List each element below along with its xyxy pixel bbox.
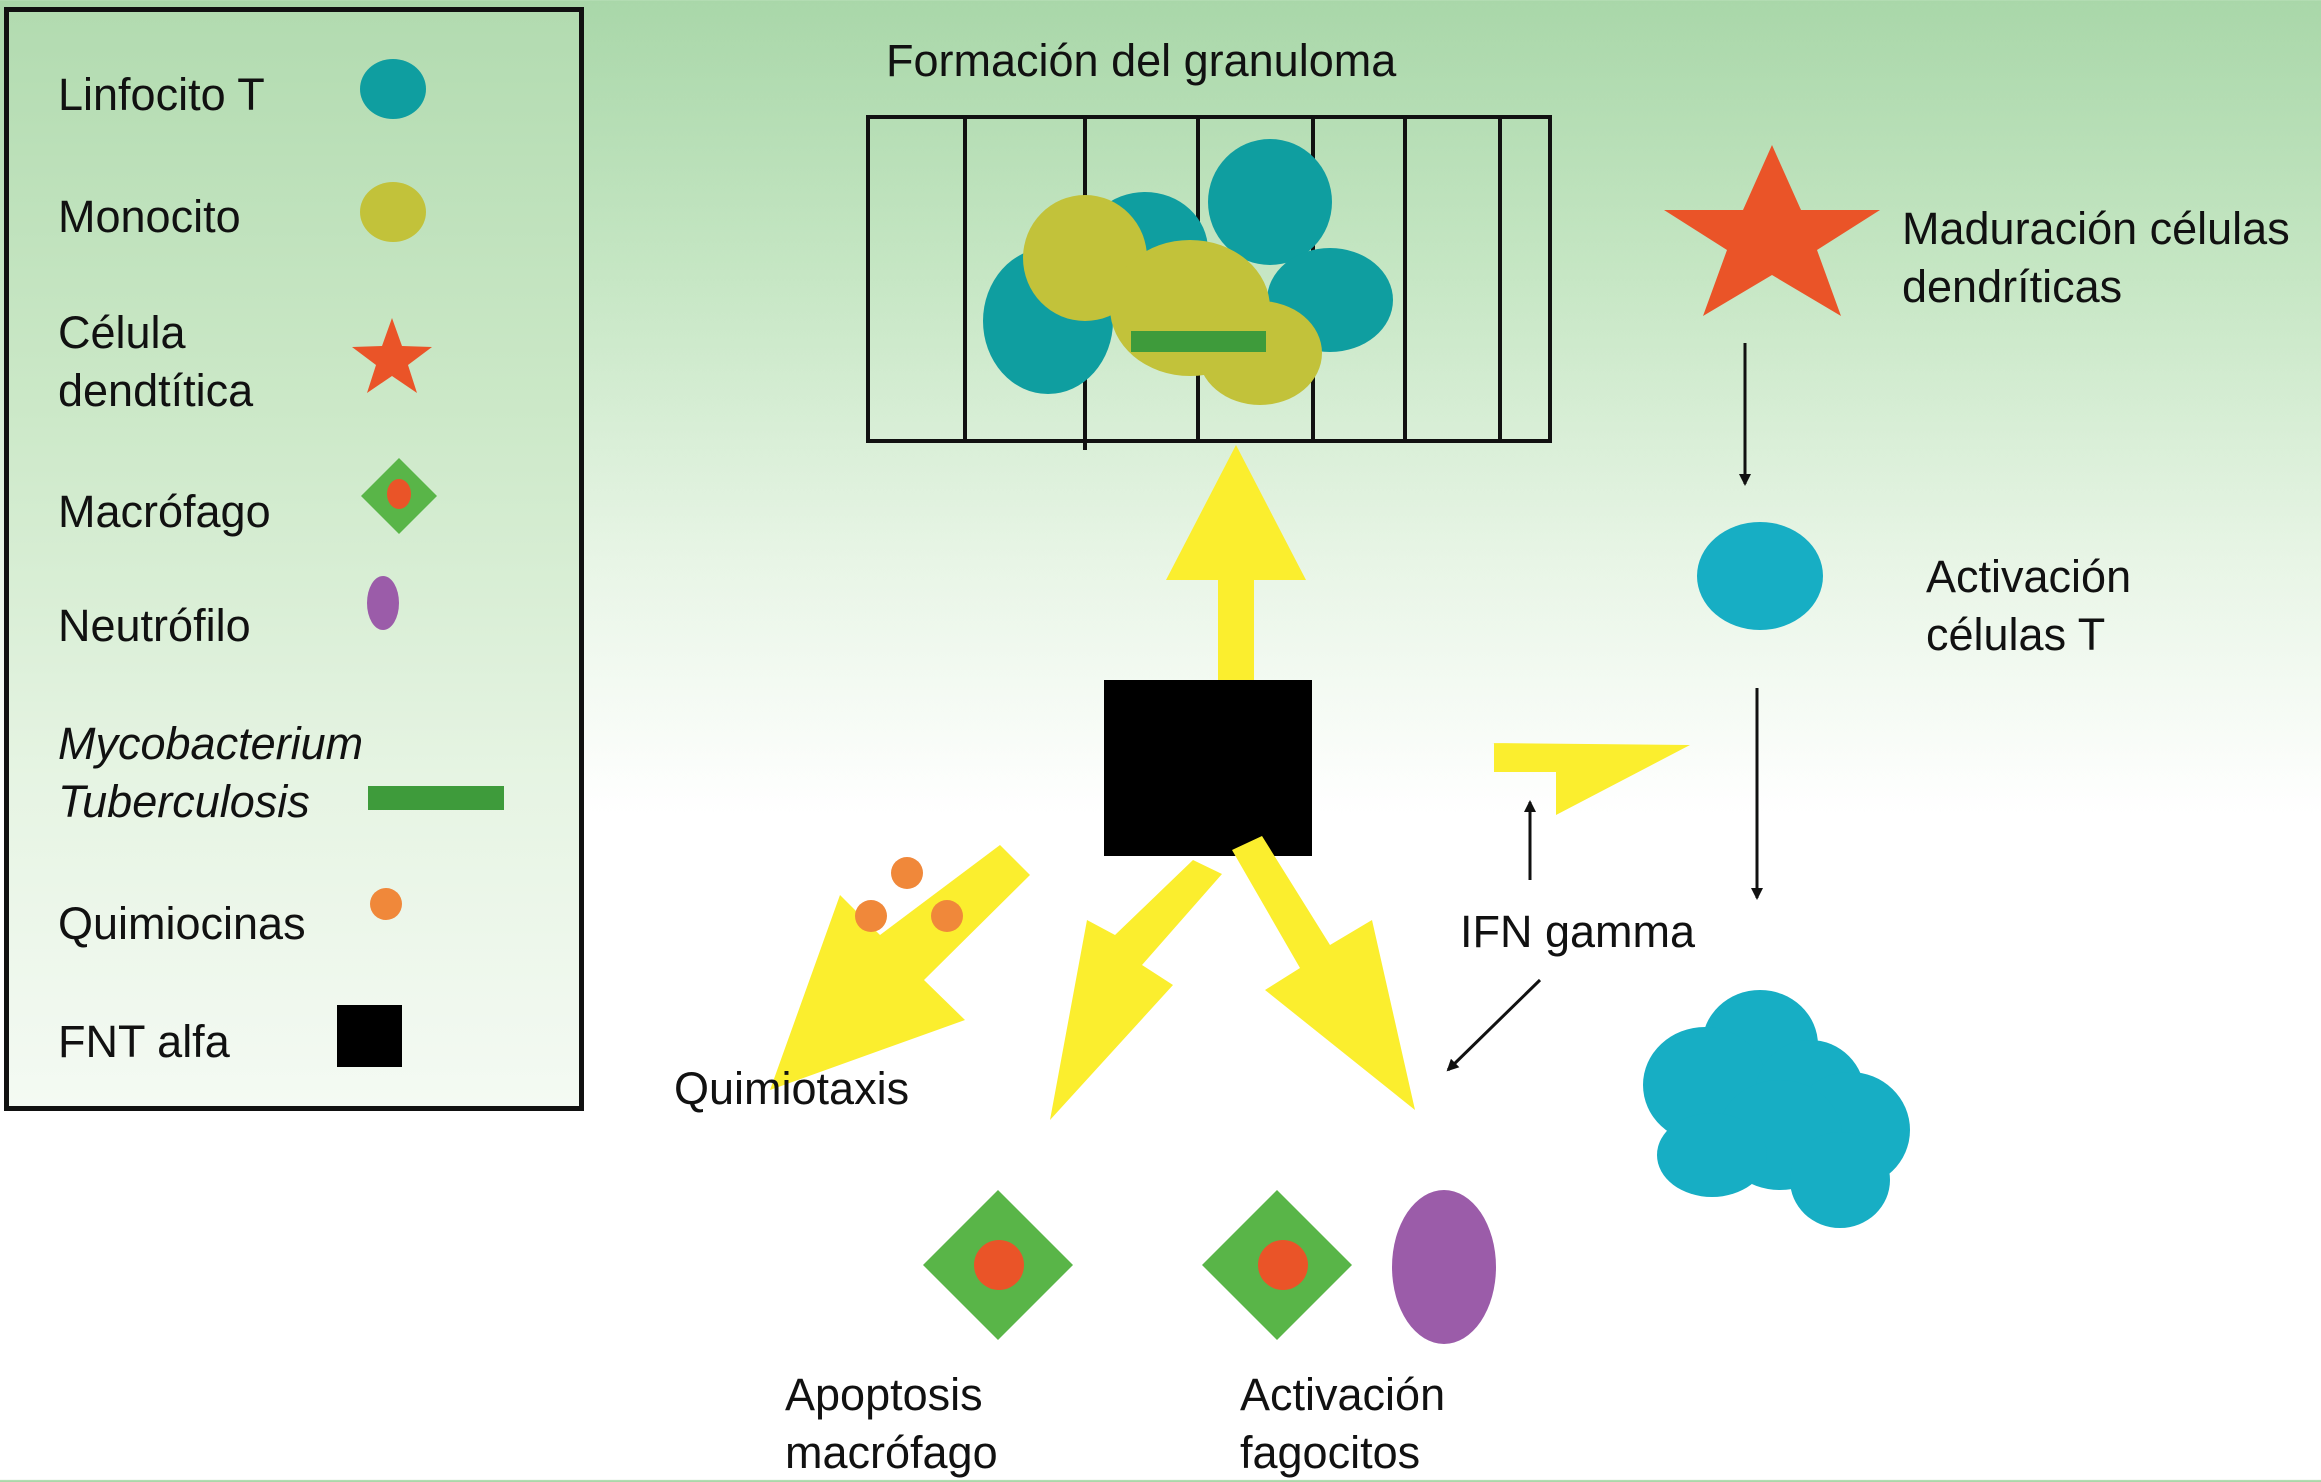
- apoptosis-label-line2: macrófago: [785, 1427, 998, 1478]
- black-square-icon: [337, 1005, 402, 1067]
- arrow-ifn-to-phagocytes: [1446, 978, 1542, 1072]
- green-rod-icon: [368, 786, 504, 810]
- teal-circle-icon: [360, 59, 426, 119]
- arrow-to-chemotaxis: [770, 845, 1030, 1090]
- legend-label-dendritic-line2: dendtítica: [58, 365, 254, 416]
- arrow-to-tcell-activation: [1492, 743, 1690, 815]
- phagocyte-activation-line1: Activación: [1240, 1369, 1446, 1420]
- legend-label-tnf-alpha: FNT alfa: [58, 1016, 230, 1067]
- phagocyte-activation-line2: fagocitos: [1240, 1427, 1421, 1478]
- legend-label-dendritic-line1: Célula: [58, 307, 186, 358]
- apoptotic-macrophage: [923, 1190, 1073, 1340]
- legend-label-neutrophil: Neutrófilo: [58, 600, 251, 651]
- legend-label-t-lymphocyte: Linfocito T: [58, 69, 265, 120]
- green-diamond-icon: [361, 458, 437, 534]
- purple-oval-icon: [367, 576, 399, 630]
- arrow-to-granuloma: [1166, 445, 1306, 680]
- ifn-gamma-label: IFN gamma: [1460, 906, 1696, 957]
- red-star-icon: [352, 318, 432, 393]
- dendritic-label-line2: dendríticas: [1902, 261, 2123, 312]
- legend-label-chemokines: Quimiocinas: [58, 898, 306, 949]
- legend-label-macrophage: Macrófago: [58, 486, 271, 537]
- apoptosis-label-line1: Apoptosis: [785, 1369, 983, 1420]
- legend-label-mycobacterium-line2: Tuberculosis: [58, 776, 310, 827]
- granuloma-title: Formación del granuloma: [886, 35, 1397, 86]
- legend-box: Linfocito T Monocito Célula dendtítica M…: [4, 7, 584, 1111]
- tnf-alpha-square: [1104, 680, 1312, 856]
- chemotaxis-label: Quimiotaxis: [674, 1063, 910, 1114]
- activated-macrophage: [1202, 1190, 1352, 1340]
- arrow-to-phagocyte-activation: [1232, 836, 1415, 1110]
- activated-t-cell: [1697, 522, 1823, 630]
- orange-dot-icon: [370, 888, 402, 920]
- tcell-activation-line1: Activación: [1926, 551, 2132, 602]
- dendritic-cell-star: [1664, 145, 1880, 316]
- dendritic-label-line1: Maduración células: [1902, 203, 2290, 254]
- tcell-activation-line2: células T: [1926, 609, 2106, 660]
- granuloma-cells: [983, 139, 1393, 405]
- arrow-to-apoptosis: [1050, 860, 1222, 1120]
- neutrophil: [1392, 1190, 1496, 1344]
- t-cell-cluster: [1643, 990, 1910, 1228]
- legend-label-mycobacterium-line1: Mycobacterium: [58, 718, 364, 769]
- legend-label-monocyte: Monocito: [58, 191, 241, 242]
- chemokine-dots: [855, 857, 963, 932]
- olive-circle-icon: [360, 182, 426, 242]
